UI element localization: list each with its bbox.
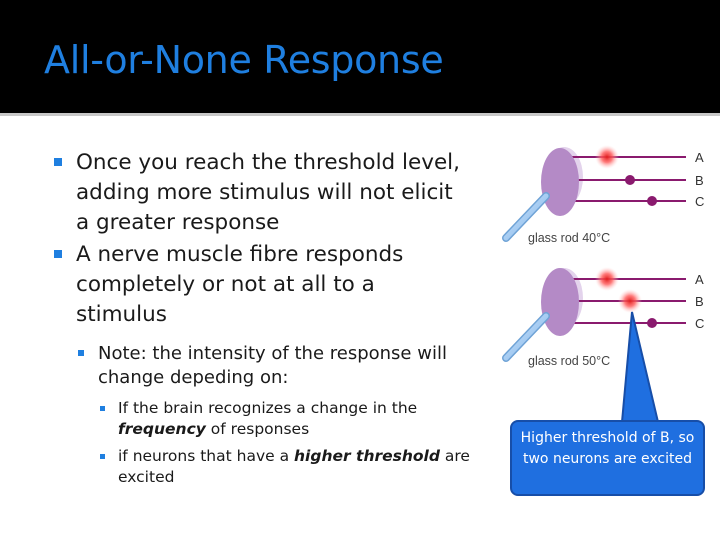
- label-b: B: [695, 173, 704, 188]
- callout-box: Higher threshold of B, so two neurons ar…: [510, 420, 705, 496]
- label-a: A: [695, 150, 704, 165]
- square-bullet-icon: [78, 350, 84, 356]
- label-a: A: [695, 272, 704, 287]
- bullet-item: Once you reach the threshold level, addi…: [52, 148, 472, 238]
- sub-sub-bullet-item: if neurons that have a higher threshold …: [98, 446, 472, 488]
- bullet-text: A nerve muscle fibre responds completely…: [76, 242, 404, 327]
- panel-caption: glass rod 50°C: [528, 354, 610, 368]
- sub-bullet-text: Note: the intensity of the response will…: [98, 343, 447, 388]
- text-before: if neurons that have a: [118, 447, 295, 465]
- bullet-list: Once you reach the threshold level, addi…: [52, 148, 472, 494]
- slide-title: All-or-None Response: [44, 38, 444, 82]
- fired-glow-a: [595, 145, 619, 169]
- neuron-threshold-figure: A B C glass rod 40°C A B C glass rod 50°…: [502, 145, 704, 368]
- fired-glow-b: [618, 289, 642, 313]
- square-bullet-icon: [100, 454, 105, 459]
- label-c: C: [695, 194, 704, 209]
- figure-panel-50c: A B C glass rod 50°C: [502, 267, 704, 368]
- emphasis-text: higher threshold: [294, 447, 440, 465]
- rod-tip: [541, 268, 579, 336]
- title-divider: [0, 113, 720, 116]
- label-b: B: [695, 294, 704, 309]
- callout-pointer: [620, 311, 660, 423]
- text-after: of responses: [205, 420, 310, 438]
- square-bullet-icon: [100, 406, 105, 411]
- callout-text: Higher threshold of B, so two neurons ar…: [520, 430, 695, 467]
- emphasis-text: frequency: [118, 420, 206, 438]
- rod-tip: [541, 148, 579, 216]
- text-before: If the brain recognizes a change in the: [118, 399, 418, 417]
- title-bar: [0, 0, 720, 113]
- fired-glow-a: [595, 267, 619, 291]
- resting-dot-b: [625, 175, 635, 185]
- panel-caption: glass rod 40°C: [528, 231, 610, 245]
- label-c: C: [695, 316, 704, 331]
- square-bullet-icon: [54, 158, 62, 166]
- sub-bullet-item: Note: the intensity of the response will…: [76, 342, 472, 390]
- bullet-text: Once you reach the threshold level, addi…: [76, 150, 460, 235]
- figure-panel-40c: A B C glass rod 40°C: [502, 145, 704, 245]
- bullet-item: A nerve muscle fibre responds completely…: [52, 240, 472, 330]
- square-bullet-icon: [54, 250, 62, 258]
- resting-dot-c: [647, 318, 657, 328]
- resting-dot-c: [647, 196, 657, 206]
- text-after: are excited: [118, 447, 470, 486]
- sub-sub-bullet-item: If the brain recognizes a change in the …: [98, 398, 472, 440]
